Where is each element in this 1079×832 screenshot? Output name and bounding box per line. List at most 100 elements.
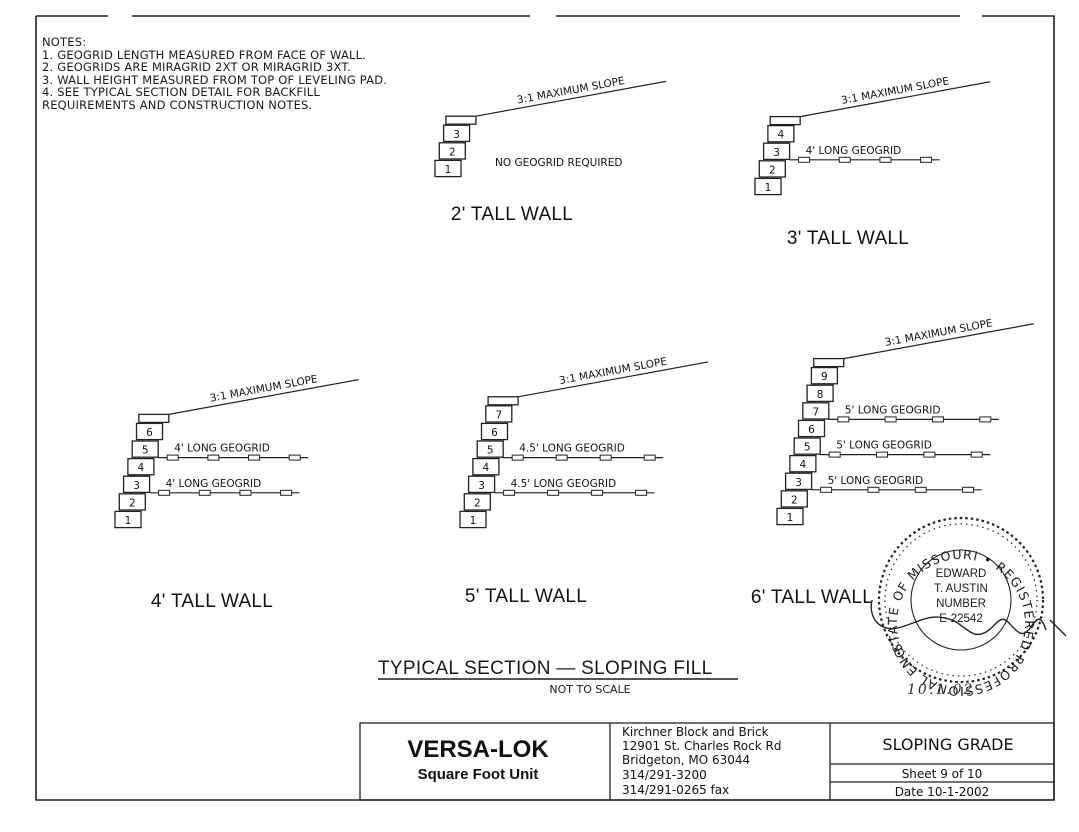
- geogrid-tab: [923, 451, 936, 458]
- geogrid-tab: [828, 451, 841, 458]
- block-number: 4: [778, 129, 785, 141]
- block-number: 1: [787, 512, 794, 524]
- slope-label: 3:1 MAXIMUM SLOPE: [209, 373, 319, 405]
- geogrid-tab: [158, 489, 171, 496]
- drawing-title: SLOPING GRADE: [882, 735, 1013, 754]
- geogrid-label: 4' LONG GEOGRID: [166, 478, 262, 490]
- geogrid-tab: [838, 156, 851, 163]
- cap-unit: [487, 396, 519, 406]
- geogrid-tab: [643, 454, 656, 461]
- cap-unit: [769, 115, 801, 126]
- block-number: 6: [146, 427, 153, 439]
- block-number: 3: [773, 147, 780, 159]
- note-line-5: REQUIREMENTS AND CONSTRUCTION NOTES.: [42, 97, 313, 112]
- wall-block: [438, 142, 466, 160]
- geogrid-tab: [599, 454, 612, 461]
- geogrid-tab: [914, 486, 927, 493]
- block-number: 3: [133, 480, 140, 492]
- wall-block: [754, 177, 782, 196]
- wall-block: [476, 440, 504, 458]
- block-number: 2: [449, 146, 456, 158]
- geogrid-tab: [876, 451, 889, 458]
- geogrid-label: 4.5' LONG GEOGRID: [511, 478, 617, 490]
- wall-block: [114, 510, 142, 529]
- general-notes: NOTES: 1. GEOGRID LENGTH MEASURED FROM F…: [42, 36, 387, 112]
- wall-note: NO GEOGRID REQUIRED: [495, 157, 622, 169]
- slope-label: 3:1 MAXIMUM SLOPE: [840, 75, 950, 107]
- block-number: 5: [142, 445, 149, 457]
- geogrid-tab: [207, 454, 220, 461]
- wall-block: [797, 419, 826, 438]
- company-address2: Bridgeton, MO 63044: [622, 753, 750, 767]
- wall-title: 5' TALL WALL: [465, 586, 587, 607]
- wall-block: [434, 159, 462, 178]
- company-name: Kirchner Block and Brick: [622, 725, 769, 739]
- cap-unit: [138, 413, 170, 424]
- block-number: 8: [817, 389, 824, 401]
- wall-block: [463, 493, 491, 511]
- wall-block: [131, 440, 159, 458]
- block-number: 3: [453, 129, 460, 141]
- block-number: 4: [483, 462, 490, 474]
- engineer-signature: [870, 599, 1067, 637]
- title-block: [359, 722, 1055, 801]
- wall-block: [758, 160, 786, 178]
- block-number: 1: [125, 515, 132, 527]
- geogrid-label: 5' LONG GEOGRID: [836, 440, 932, 452]
- section-title: TYPICAL SECTION — SLOPING FILL: [378, 658, 713, 679]
- geogrid-tab: [248, 454, 261, 461]
- block-number: 1: [445, 164, 452, 176]
- block-number: 1: [470, 515, 477, 527]
- block-number: 7: [495, 409, 502, 421]
- block-number: 7: [812, 406, 819, 418]
- wall-block: [127, 457, 155, 476]
- geogrid-tab: [979, 416, 992, 423]
- wall-block: [442, 124, 471, 143]
- seal-name-line1: EDWARD: [936, 568, 987, 580]
- geogrid-tab: [555, 454, 568, 461]
- wall-block: [480, 422, 509, 441]
- seal-number-label: NUMBER: [936, 598, 986, 610]
- geogrid-label: 4' LONG GEOGRID: [806, 145, 902, 157]
- wall-block: [767, 124, 795, 143]
- geogrid-tab: [820, 486, 833, 493]
- block-number: 4: [800, 459, 807, 471]
- geogrid-tab: [635, 489, 648, 496]
- wall-block: [472, 457, 500, 476]
- slope-line: [475, 80, 667, 117]
- geogrid-tab: [239, 489, 252, 496]
- company-fax: 314/291-0265 fax: [622, 783, 729, 797]
- wall-block: [776, 507, 804, 526]
- geogrid-tab: [198, 489, 211, 496]
- section-subtitle: NOT TO SCALE: [549, 683, 630, 696]
- company-phone: 314/291-3200: [622, 768, 707, 782]
- wall-block: [806, 384, 834, 403]
- product-name: VERSA-LOK: [407, 736, 549, 763]
- company-address1: 12901 St. Charles Rock Rd: [622, 739, 781, 753]
- block-number: 5: [487, 445, 494, 457]
- seal-number: E-22542: [939, 613, 982, 625]
- wall-block: [118, 493, 146, 511]
- block-number: 9: [821, 371, 828, 383]
- note-line-2: 2. GEOGRIDS ARE MIRAGRID 2XT OR MIRAGRID…: [42, 60, 352, 75]
- geogrid-label: 5' LONG GEOGRID: [845, 404, 941, 416]
- geogrid-tab: [867, 486, 880, 493]
- geogrid-tab: [837, 416, 850, 423]
- geogrid-tab: [511, 454, 524, 461]
- block-number: 2: [791, 494, 798, 506]
- geogrid-tab: [503, 489, 516, 496]
- geogrid-tab: [931, 416, 944, 423]
- block-number: 3: [795, 477, 802, 489]
- block-number: 5: [804, 442, 811, 454]
- seal-date-handwritten: 10.1.02: [907, 682, 974, 698]
- walls-layer: 1 2 3 3:1 MAXIMUM SLOPE NO GEOGRID REQUIRED 2…: [114, 75, 1034, 612]
- cap-unit: [445, 115, 477, 125]
- block-number: 2: [474, 497, 481, 509]
- wall-title: 3' TALL WALL: [787, 228, 909, 249]
- block-number: 2: [769, 164, 776, 176]
- geogrid-tab: [280, 489, 293, 496]
- geogrid-tab: [591, 489, 604, 496]
